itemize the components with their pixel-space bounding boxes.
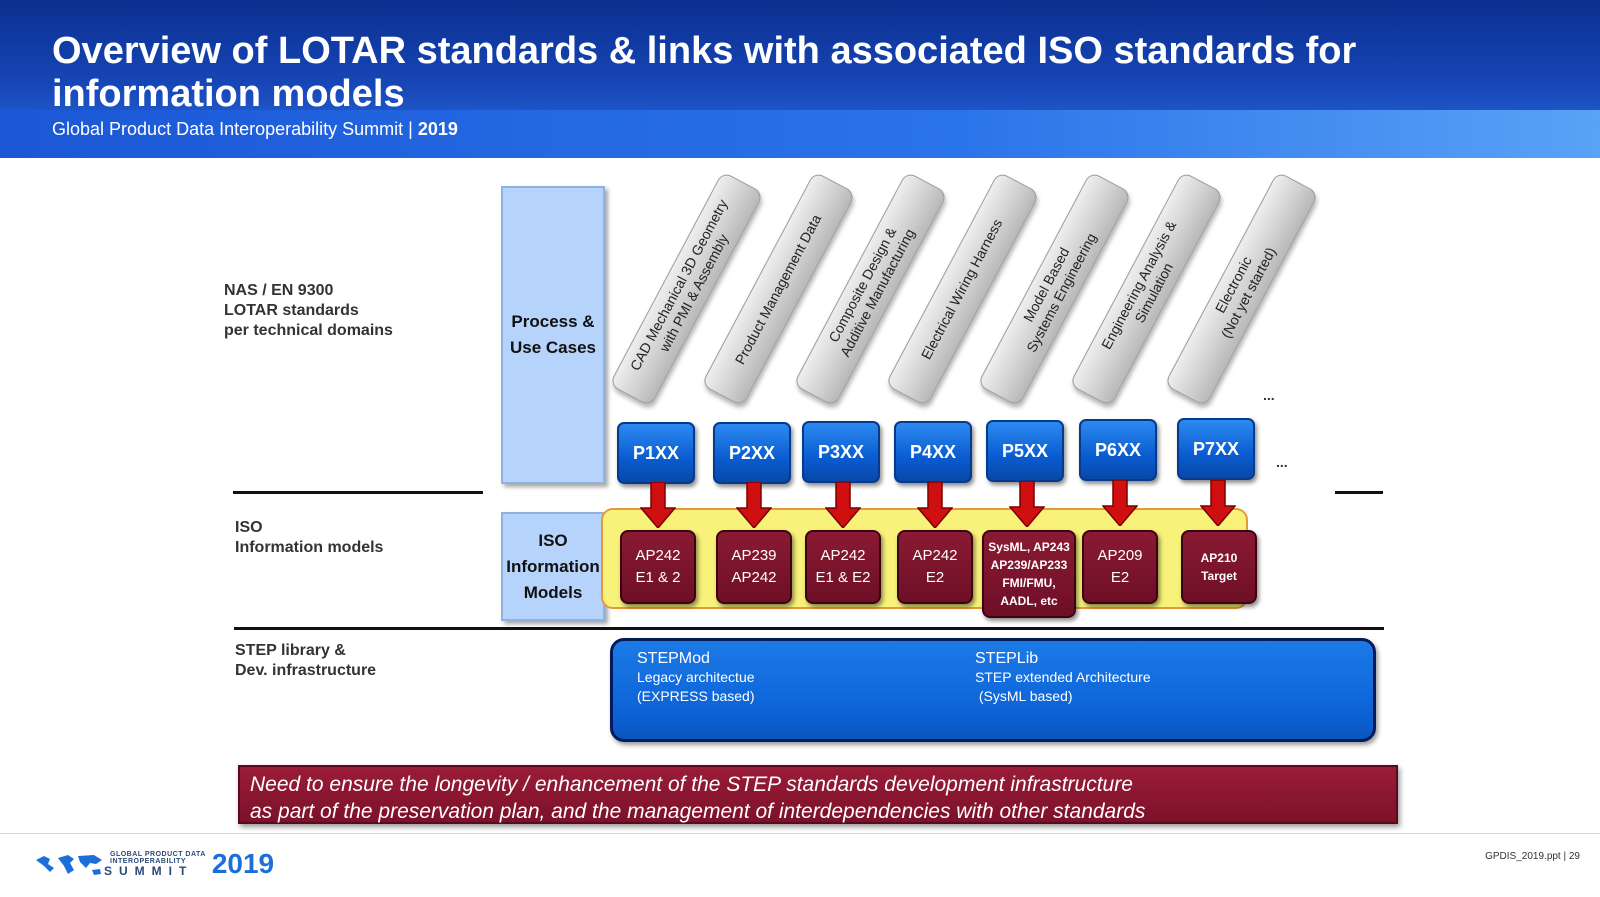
model-box-ap209-e2: AP209 E2 [1082, 530, 1158, 604]
model-line: E1 & E2 [815, 569, 871, 586]
preservation-banner: Need to ensure the longevity / enhanceme… [238, 765, 1398, 824]
page-subtitle: Global Product Data Interoperability Sum… [52, 119, 458, 140]
domain-label: CAD Mechanical 3D Geometry [626, 196, 731, 374]
model-line: AP210 [1200, 551, 1238, 565]
iso-information-models-box: ISO Information Models [501, 512, 605, 621]
step-infrastructure-bar: STEPMod Legacy architectue (EXPRESS base… [610, 638, 1376, 742]
model-box-ap242-e1-e2: AP242 E1 & E2 [805, 530, 881, 604]
stepmod-line: Legacy architectue [637, 669, 755, 685]
logo-year: 2019 [211, 848, 275, 879]
logo-text: GLOBAL PRODUCT DATA INTEROPERABILITY SUM… [104, 851, 206, 877]
part-p1xx: P1XX [617, 422, 695, 484]
stepmod-title: STEPMod [637, 650, 710, 667]
banner-line: Need to ensure the longevity / enhanceme… [250, 773, 1133, 796]
page-title: Overview of LOTAR standards & links with… [52, 30, 1357, 115]
domain-label: Electrical Wiring Harness [918, 215, 1006, 362]
subtitle-year: 2019 [417, 119, 458, 139]
model-line: AP239 [731, 547, 777, 564]
part-p6xx: P6XX [1079, 419, 1157, 481]
stepmod-column: STEPMod Legacy architectue (EXPRESS base… [637, 649, 755, 706]
row-label-line: per technical domains [224, 322, 393, 339]
row-label-iso: ISO Information models [235, 518, 383, 558]
model-box-ap242-e2: AP242 E2 [897, 530, 973, 604]
down-arrow-icon [1009, 481, 1045, 527]
model-line: E1 & 2 [635, 569, 681, 586]
logo-summit: SUMMIT [104, 864, 194, 878]
row-label-line: ISO [235, 519, 263, 536]
box-line: Process & [511, 312, 595, 331]
model-line: AADL, etc [1000, 594, 1058, 608]
model-line: Target [1201, 569, 1237, 583]
process-use-cases-box: Process & Use Cases [501, 186, 605, 484]
model-line: AP209 [1097, 547, 1143, 564]
row-label-step: STEP library & Dev. infrastructure [235, 641, 376, 681]
row-label-line: NAS / EN 9300 [224, 282, 334, 299]
model-line: AP242 [635, 547, 681, 564]
model-line: AP242 [820, 547, 866, 564]
box-line: Information [506, 556, 600, 576]
steplib-column: STEPLib STEP extended Architecture (SysM… [975, 649, 1151, 706]
box-line: ISO [538, 530, 568, 550]
part-p2xx: P2XX [713, 422, 791, 484]
model-box-sysml: SysML, AP243 AP239/AP233 FMI/FMU, AADL, … [982, 530, 1076, 618]
part-p7xx: P7XX [1177, 418, 1255, 480]
summit-logo: GLOBAL PRODUCT DATA INTEROPERABILITY SUM… [34, 847, 274, 881]
model-line: E2 [925, 569, 945, 586]
part-p5xx: P5XX [986, 420, 1064, 482]
model-box-ap210-target: AP210 Target [1181, 530, 1257, 604]
domain-ellipsis: ... [1263, 387, 1275, 403]
row-label-line: Dev. infrastructure [235, 662, 377, 679]
row-label-line: STEP library & [235, 642, 346, 659]
page-reference: GPDIS_2019.ppt | 29 [1485, 851, 1580, 862]
box-line: Models [523, 582, 583, 602]
parts-ellipsis: ... [1276, 454, 1288, 470]
separator-line [234, 627, 1384, 630]
box-line: Use Cases [509, 338, 596, 357]
stepmod-line: (EXPRESS based) [637, 688, 755, 704]
model-line: E2 [1110, 569, 1130, 586]
model-line: FMI/FMU, [1002, 576, 1056, 590]
steplib-title: STEPLib [975, 650, 1039, 667]
model-box-ap239-ap242: AP239 AP242 [716, 530, 792, 604]
part-p3xx: P3XX [802, 421, 880, 483]
banner-line: as part of the preservation plan, and th… [250, 800, 1146, 823]
logo-line: INTEROPERABILITY [110, 858, 187, 865]
part-p4xx: P4XX [894, 421, 972, 483]
down-arrow-icon [1102, 480, 1138, 526]
header-banner [0, 0, 1600, 158]
down-arrow-icon [1200, 480, 1236, 526]
model-line: SysML, AP243 [988, 540, 1070, 554]
down-arrow-icon [825, 482, 861, 528]
down-arrow-icon [736, 482, 772, 528]
row-label-line: Information models [235, 539, 384, 556]
down-arrow-icon [640, 482, 676, 528]
model-box-ap242-e1-2: AP242 E1 & 2 [620, 530, 696, 604]
model-line: AP242 [912, 547, 958, 564]
separator-line [233, 491, 483, 494]
model-line: AP239/AP233 [990, 558, 1068, 572]
logo-line: GLOBAL PRODUCT DATA [110, 851, 206, 858]
model-line: AP242 [731, 569, 777, 586]
row-label-nas: NAS / EN 9300 LOTAR standards per techni… [224, 281, 393, 341]
down-arrow-icon [917, 482, 953, 528]
row-label-line: LOTAR standards [224, 302, 359, 319]
world-map-icon [36, 855, 102, 875]
steplib-line: (SysML based) [975, 688, 1073, 704]
domain-label: Product Management Data [731, 211, 825, 367]
footer-divider [0, 833, 1600, 834]
separator-line [1335, 491, 1383, 494]
subtitle-text: Global Product Data Interoperability Sum… [52, 119, 418, 139]
steplib-line: STEP extended Architecture [975, 669, 1151, 685]
